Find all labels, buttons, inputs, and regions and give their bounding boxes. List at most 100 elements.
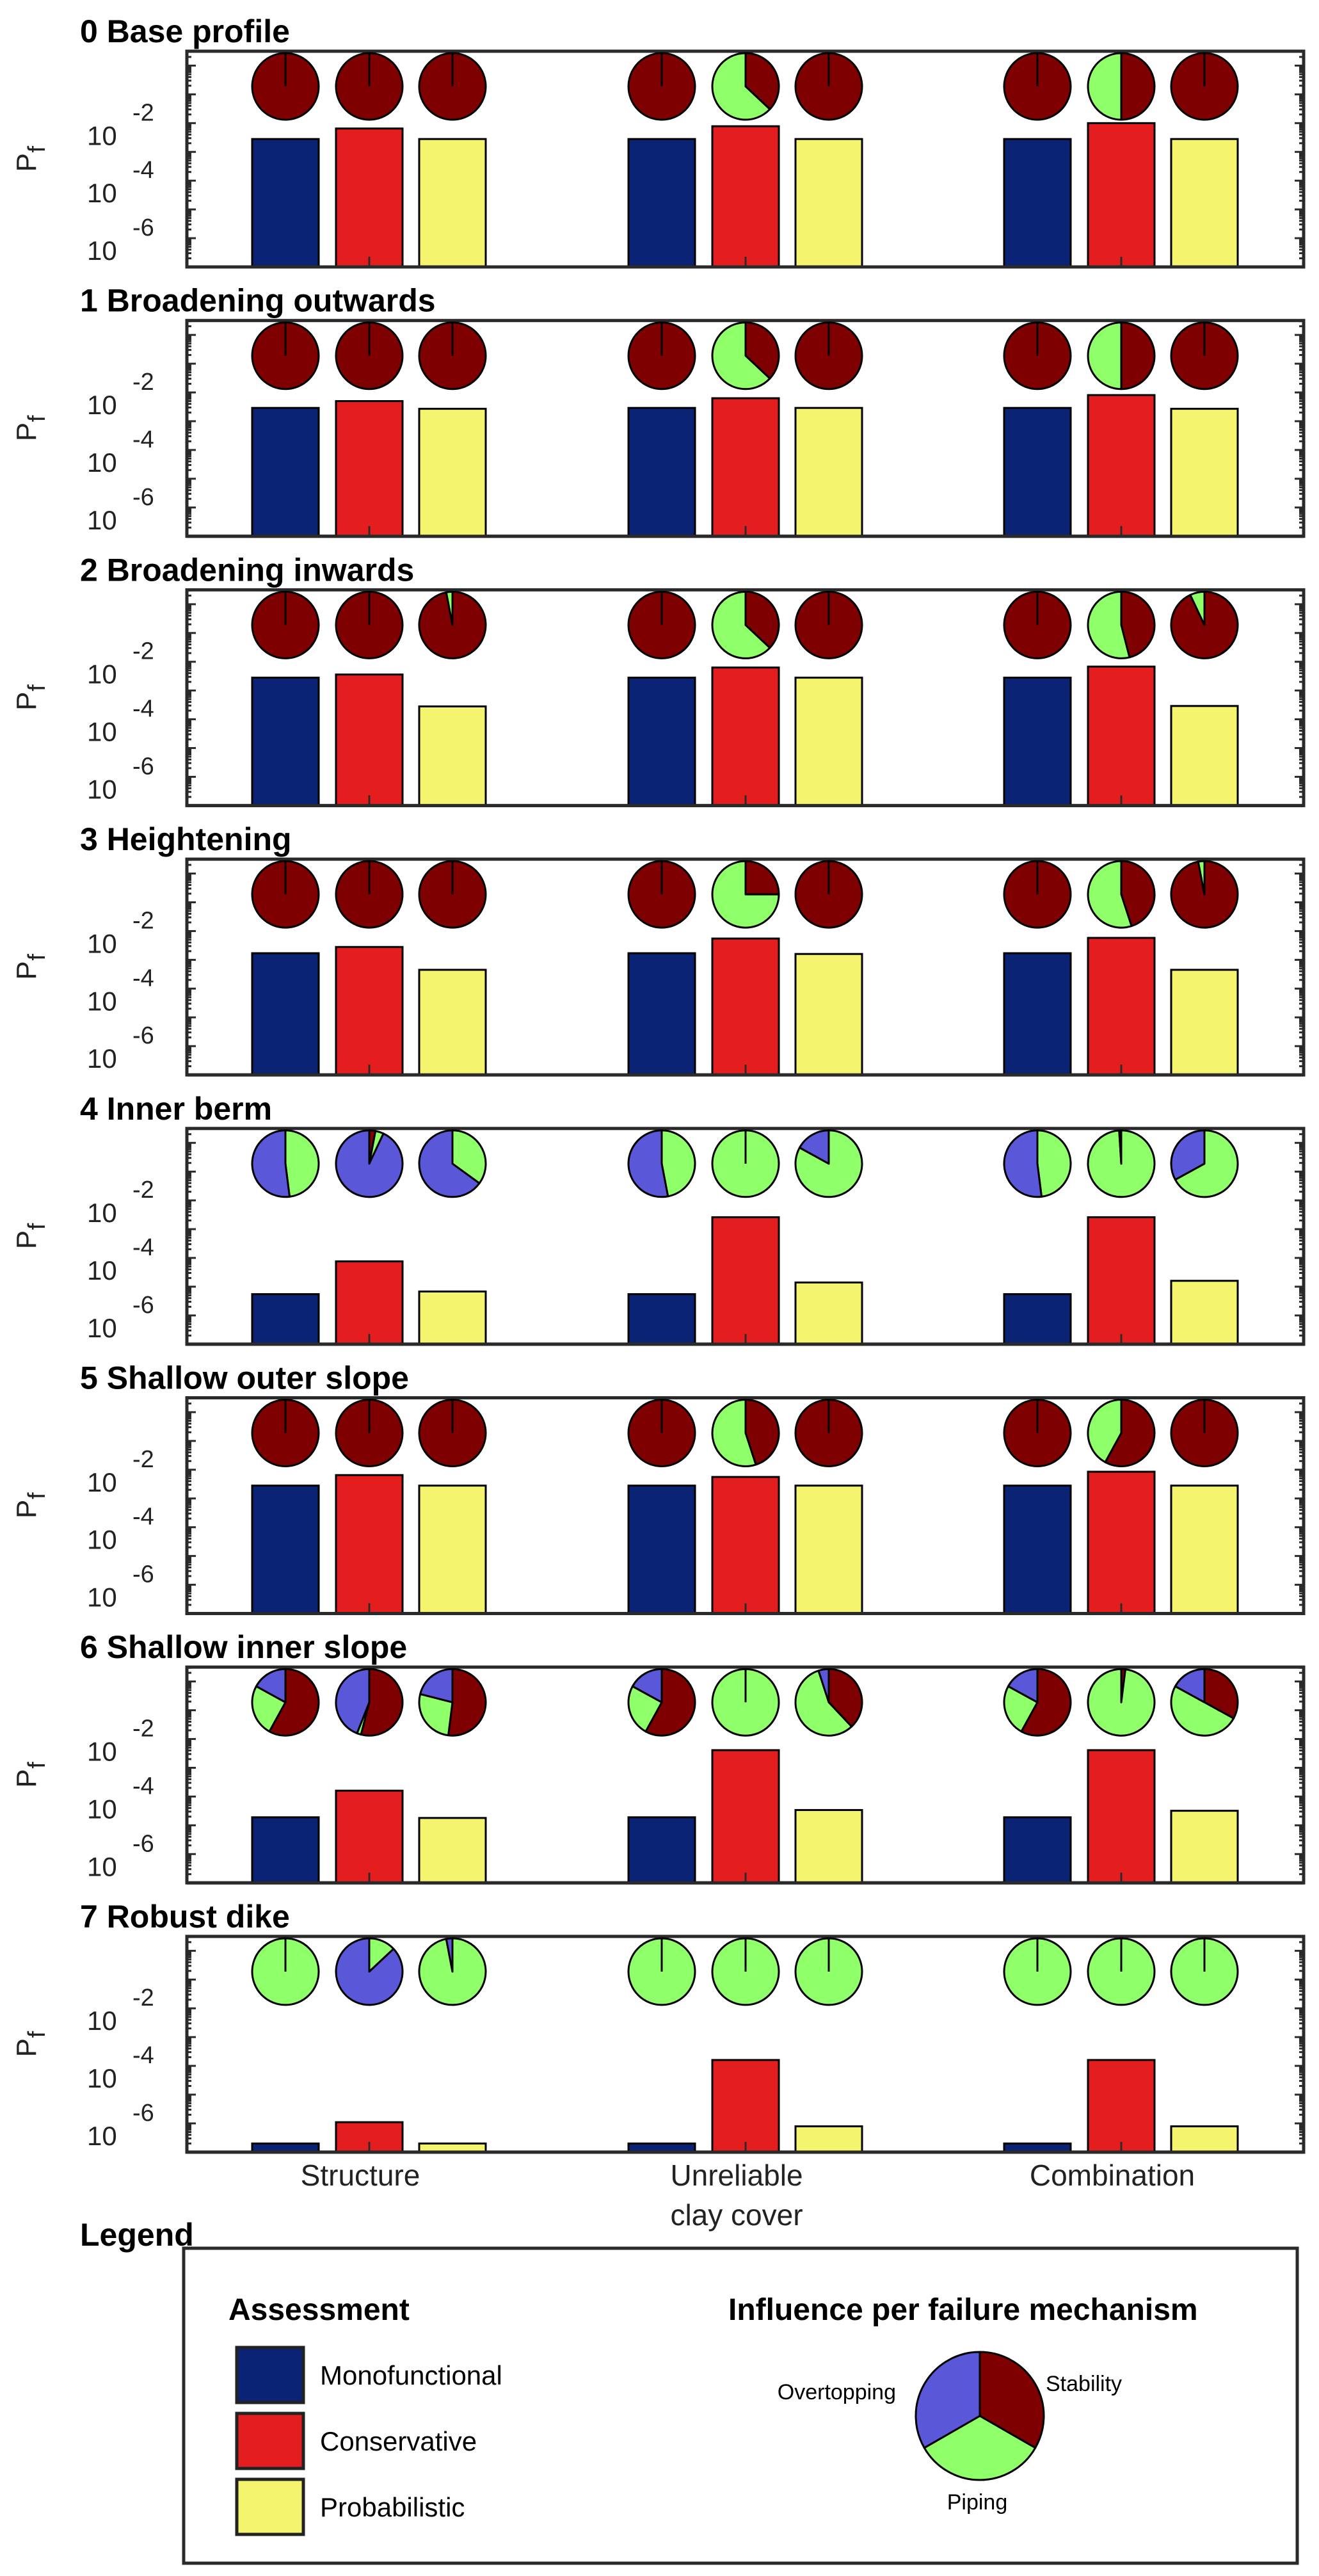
y-label-main: P [11, 423, 42, 441]
category-group-0 [251, 590, 487, 807]
pie-probabilistic [418, 321, 487, 390]
pie-slice-stability [1104, 1399, 1156, 1467]
bar-probabilistic [418, 1817, 487, 1884]
bar-monofunctional [251, 1816, 320, 1884]
pie-slice-stability [744, 590, 780, 649]
pie-monofunctional [627, 52, 696, 121]
y-tick-label-base: 10 [87, 1525, 117, 1555]
bar-conservative [711, 937, 780, 1076]
pie-probabilistic [794, 860, 863, 929]
y-tick-label-exponent: -2 [132, 1716, 154, 1743]
y-tick-label-exponent: -6 [132, 1561, 154, 1588]
bar-probabilistic [418, 1290, 487, 1346]
legend-label-probabilistic: Probabilistic [320, 2492, 465, 2522]
y-label-subscript: f [24, 954, 51, 961]
y-tick-label-base: 10 [87, 390, 117, 420]
pie-monofunctional [627, 590, 696, 659]
pie-probabilistic [1170, 52, 1239, 121]
pie-monofunctional [1003, 1129, 1072, 1198]
bar-conservative [335, 1789, 404, 1884]
legend-swatch-monofunctional [235, 2346, 305, 2404]
bar-probabilistic [418, 408, 487, 538]
category-group-2 [1003, 1129, 1239, 1346]
category-group-0 [251, 1399, 487, 1614]
y-tick-label-exponent: -6 [132, 1022, 154, 1049]
pie-conservative [335, 1668, 404, 1737]
bar-conservative [711, 1476, 780, 1615]
pie-probabilistic [418, 1668, 487, 1737]
y-label-subscript: f [24, 1492, 51, 1499]
pie-slice-overtopping [817, 1668, 830, 1703]
bar-conservative [711, 125, 780, 268]
bar-monofunctional [251, 1293, 320, 1346]
panel-title: 5 Shallow outer slope [80, 1360, 409, 1396]
pie-slice-overtopping [1170, 1129, 1206, 1181]
pie-probabilistic [418, 52, 487, 121]
pie-slice-overtopping [335, 1937, 404, 2006]
panel-title: 1 Broadening outwards [80, 283, 436, 319]
pie-slice-piping [1087, 590, 1131, 659]
y-tick-label-base: 10 [87, 1043, 117, 1074]
pie-conservative [1087, 860, 1156, 929]
category-group-0 [251, 1668, 487, 1884]
y-tick-label-base: 10 [87, 717, 117, 747]
pie-monofunctional [627, 1399, 696, 1467]
pie-monofunctional [251, 590, 320, 659]
pie-monofunctional [1003, 52, 1072, 121]
category-group-2 [1003, 1937, 1239, 2153]
y-label-main: P [11, 692, 42, 711]
legend-swatch-conservative [235, 2411, 305, 2470]
y-tick-label-exponent: -4 [132, 157, 154, 184]
y-label-main: P [11, 1769, 42, 1787]
y-tick-label-exponent: -6 [132, 1292, 154, 1319]
y-label-subscript: f [24, 2031, 51, 2038]
pie-conservative [711, 52, 780, 121]
pie-probabilistic [794, 1668, 863, 1737]
bar-monofunctional [1003, 952, 1072, 1076]
y-tick-label-base: 10 [87, 1467, 117, 1497]
pie-slice-overtopping [631, 1668, 663, 1703]
pie-slice-piping [1087, 860, 1133, 929]
pie-monofunctional [251, 52, 320, 121]
pie-slice-piping [1174, 1129, 1239, 1198]
pie-probabilistic [794, 321, 863, 390]
pie-slice-stability [447, 1668, 487, 1737]
pie-slice-overtopping [419, 1668, 454, 1703]
bar-probabilistic [794, 1808, 863, 1884]
pie-conservative [1087, 1399, 1156, 1467]
bar-conservative [711, 1749, 780, 1884]
bar-monofunctional [1003, 677, 1072, 807]
bar-monofunctional [627, 677, 696, 807]
pie-monofunctional [1003, 1399, 1072, 1467]
bar-probabilistic [794, 677, 863, 807]
pie-slice-overtopping [1118, 1129, 1123, 1165]
pie-conservative [711, 590, 780, 659]
x-category-label: Structure [301, 2159, 420, 2192]
y-tick-label-exponent: -2 [132, 1984, 154, 2011]
pie-slice-piping [284, 1129, 320, 1198]
pie-slice-overtopping [335, 1129, 404, 1198]
y-label-subscript: f [24, 684, 51, 691]
pie-conservative [335, 1399, 404, 1467]
bar-probabilistic [418, 969, 487, 1076]
pie-slice-piping [1170, 1685, 1235, 1737]
y-axis-label: Pf [11, 1223, 51, 1249]
pie-monofunctional [1003, 590, 1072, 659]
y-axis-label: Pf [11, 684, 51, 711]
pie-probabilistic [794, 1937, 863, 2006]
y-tick-label-base: 10 [87, 2006, 117, 2036]
pie-slice-piping [445, 590, 454, 626]
bar-conservative [1087, 394, 1156, 538]
bar-probabilistic [794, 953, 863, 1076]
bar-monofunctional [251, 138, 320, 268]
pie-conservative [1087, 52, 1156, 121]
y-tick-label-base: 10 [87, 1794, 117, 1824]
bar-monofunctional [251, 677, 320, 807]
y-tick-label-base: 10 [87, 986, 117, 1016]
category-group-1 [627, 52, 863, 268]
pie-conservative [1087, 321, 1156, 390]
pie-slice-overtopping [335, 1668, 371, 1735]
